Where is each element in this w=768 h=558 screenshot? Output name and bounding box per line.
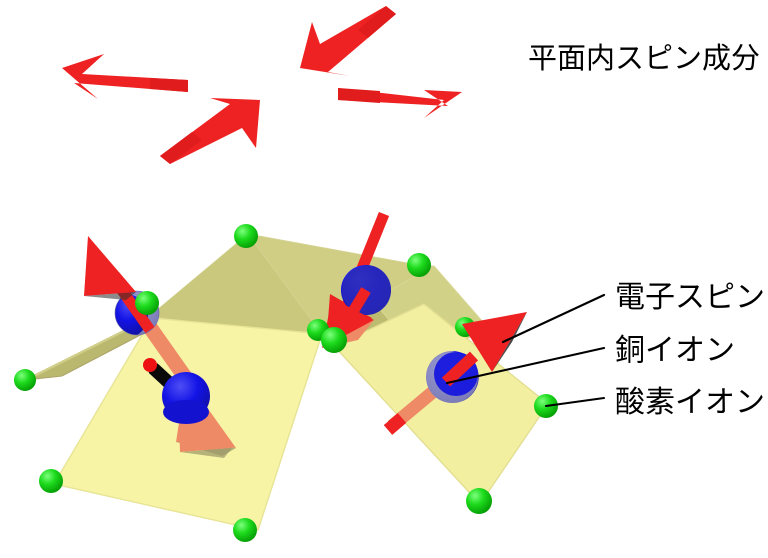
oxygen-ion [321,327,347,353]
arrow-left-icon [62,54,188,99]
legend-label-oxygen-ion: 酸素イオン [615,385,765,420]
leader-line-copper-ion [445,346,606,385]
arrow-right-icon [338,88,462,118]
copper-ion-left-lower [162,372,210,424]
oxygen-ion [39,469,63,493]
arrow-up-right-icon [160,98,260,164]
spin-arrow-left-up [84,236,155,334]
crystal-structure [14,211,558,542]
oxygen-ion [234,224,258,248]
arrow-down-left-icon [300,6,396,76]
oxygen-ion [14,369,36,391]
legend-label-copper-ion: 銅イオン [615,333,735,368]
oxygen-ion [233,518,257,542]
page-title: 平面内スピン成分 [528,41,760,75]
leader-line-oxygen-ion [544,396,606,408]
oxygen-ion [407,253,431,277]
leader-line-electron-spin [501,293,606,344]
spin-arrow-right-up [441,312,527,387]
top-arrow-group [62,6,462,164]
oxygen-ion [135,291,159,315]
oxygen-ion [466,488,492,514]
legend-label-electron-spin: 電子スピン [615,280,765,315]
legend-leader-lines [445,293,606,408]
